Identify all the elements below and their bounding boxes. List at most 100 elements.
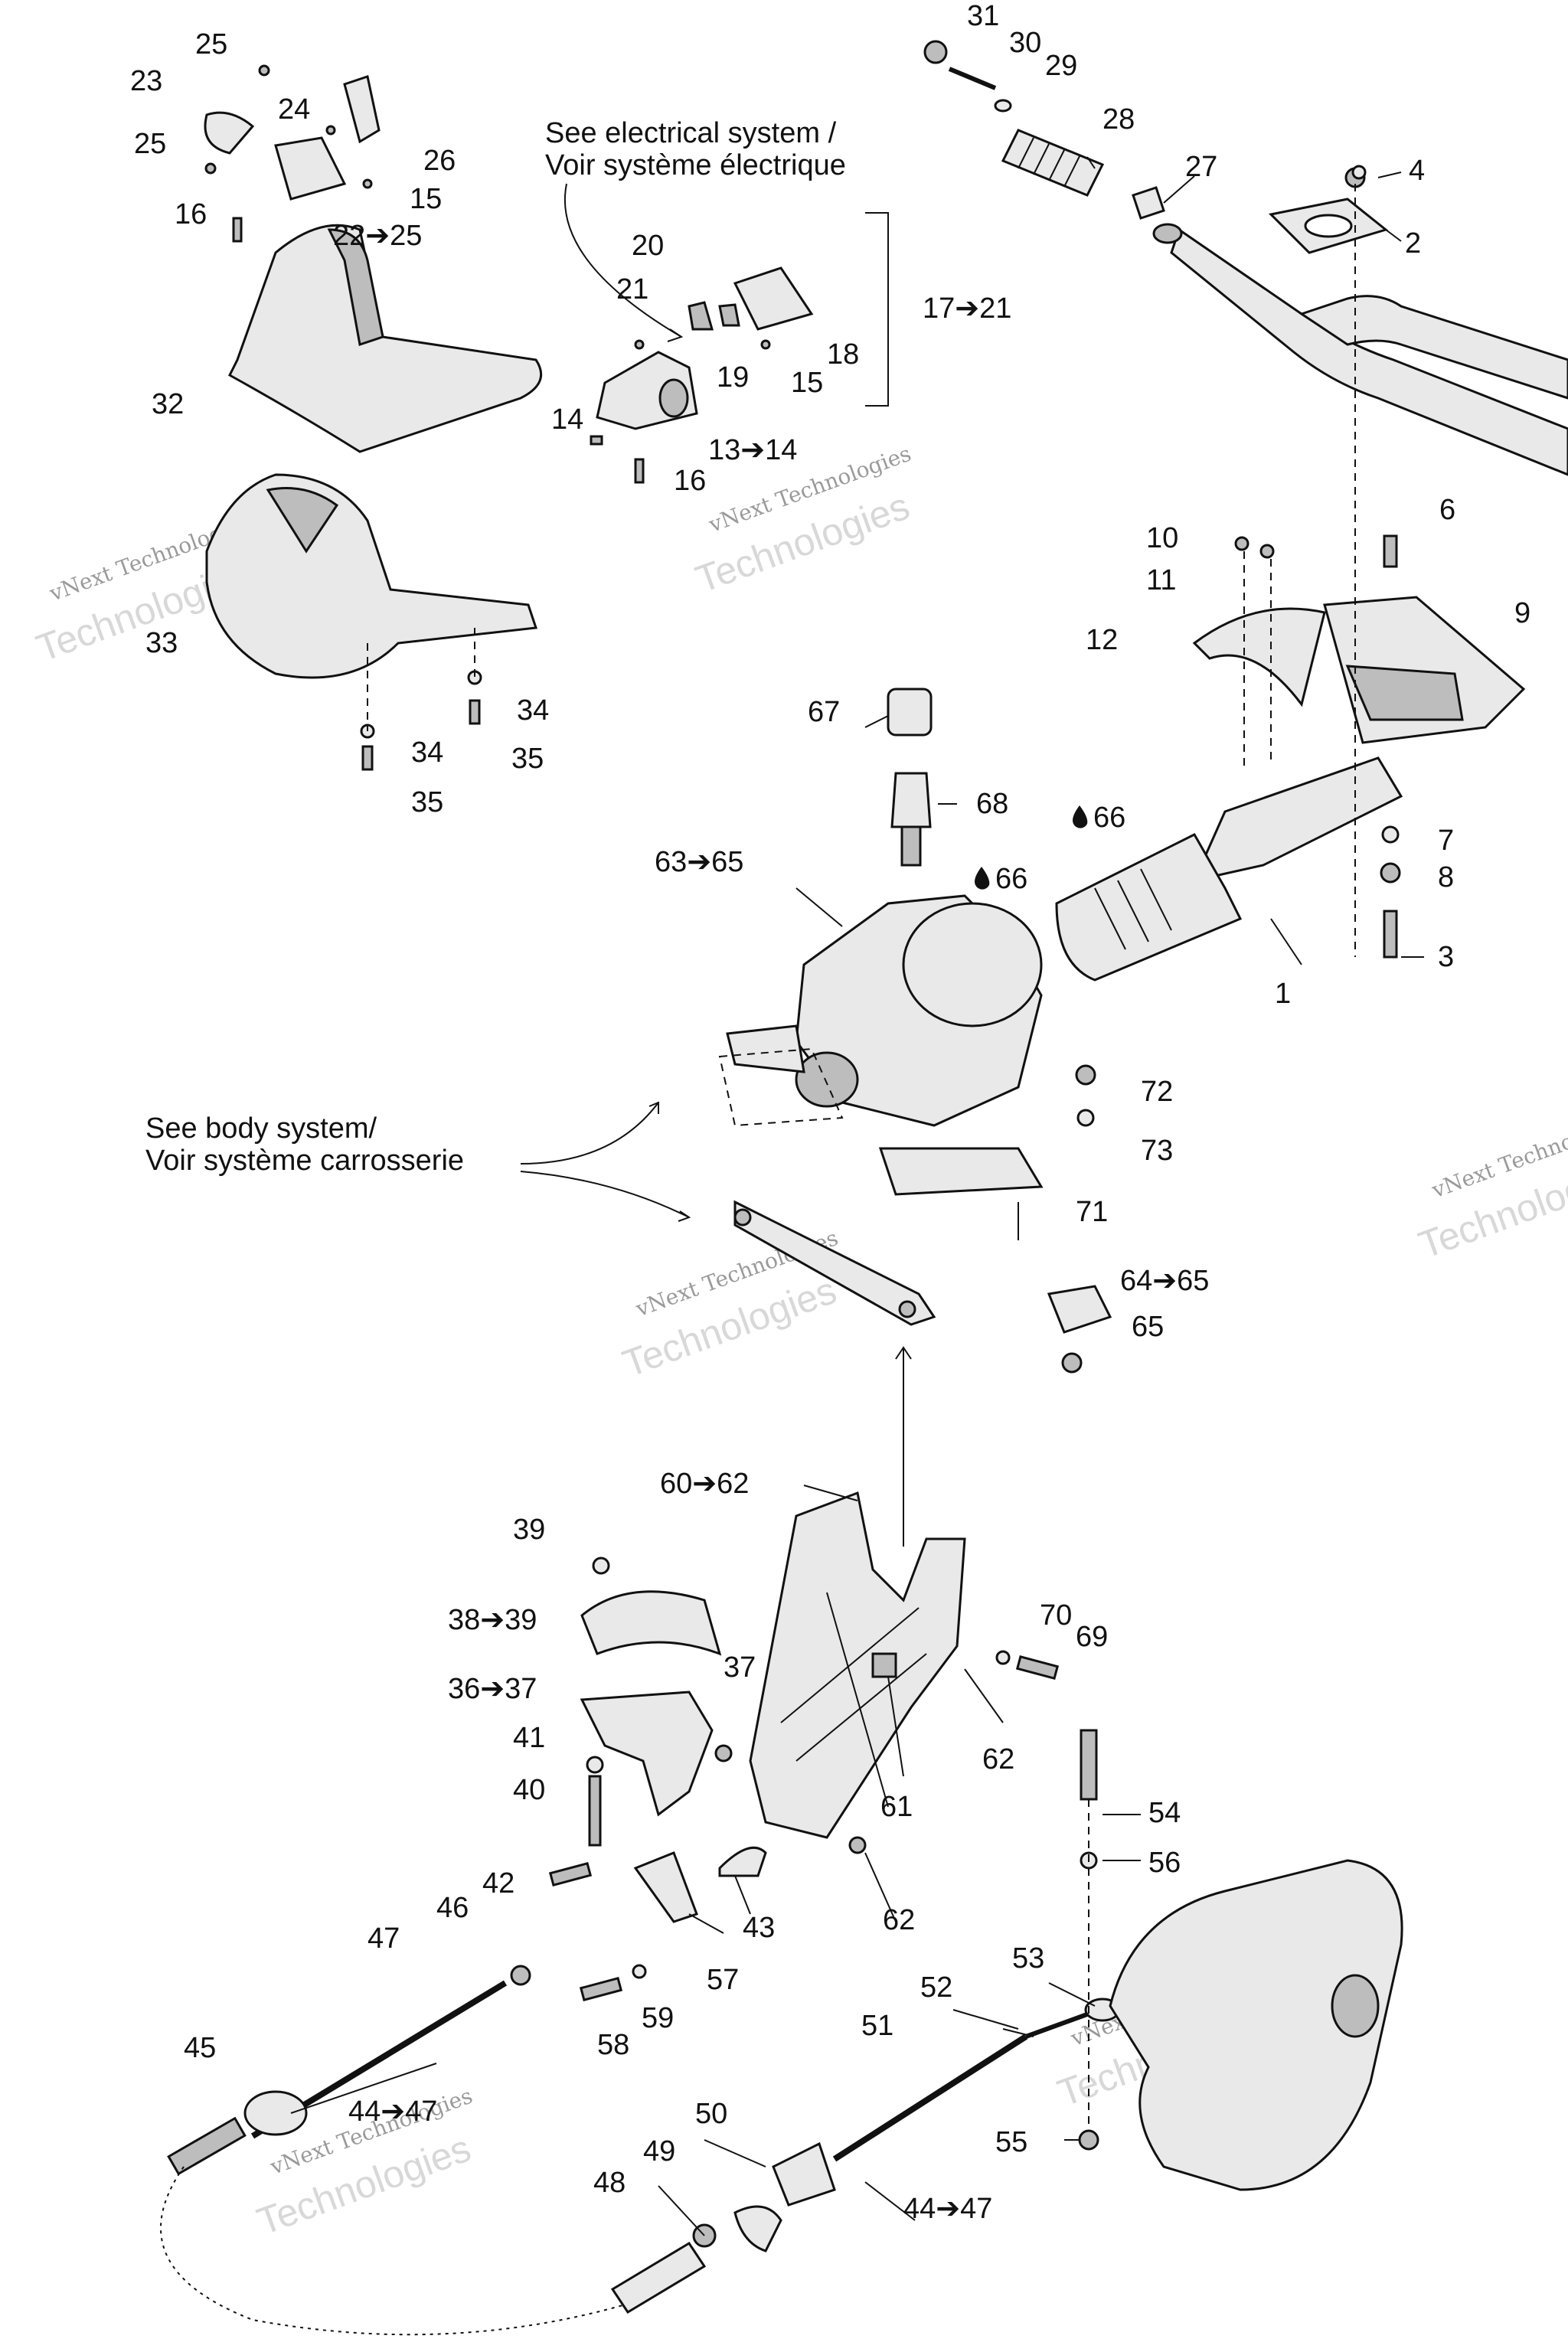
- callout-34-a: 34: [517, 694, 549, 727]
- callout-16-a: 16: [175, 198, 207, 230]
- callout-8: 8: [1438, 861, 1454, 893]
- oil-drop-icon: [1073, 805, 1088, 828]
- steering-column-1: [1055, 756, 1403, 982]
- note-electrical-line1: See electrical system /: [545, 117, 837, 149]
- callout-3: 3: [1438, 941, 1454, 973]
- lower-fasteners: [548, 1650, 1060, 2002]
- callout-71: 71: [1076, 1196, 1108, 1228]
- callout-20: 20: [632, 230, 664, 262]
- callout-59: 59: [642, 2002, 674, 2034]
- callout-11: 11: [1146, 564, 1176, 596]
- callout-45: 45: [184, 2032, 216, 2064]
- callout-7: 7: [1438, 825, 1454, 857]
- callout-58: 58: [597, 2029, 629, 2061]
- bracket-57: [633, 1846, 767, 1923]
- callout-67: 67: [808, 696, 840, 728]
- fasteners-34-35: [360, 628, 482, 771]
- callout-16-b: 16: [674, 465, 706, 497]
- callout-19: 19: [717, 361, 749, 394]
- callout-70: 70: [1040, 1599, 1072, 1632]
- callout-61: 61: [880, 1791, 913, 1823]
- steering-housing-63: [726, 894, 1044, 1196]
- callout-14: 14: [551, 403, 583, 436]
- clamp-36-38: [580, 1557, 722, 1817]
- callout-48: 48: [593, 2167, 626, 2199]
- cover-33: [205, 473, 538, 679]
- callout-17-21: 17➔21: [923, 292, 1011, 325]
- mount-parts-64-65: [1018, 1064, 1112, 1374]
- callout-57: 57: [707, 1964, 739, 1996]
- callout-72: 72: [1141, 1076, 1173, 1108]
- callout-4: 4: [1409, 155, 1425, 187]
- electrical-arrow: [564, 183, 682, 338]
- callout-25-b: 25: [134, 128, 166, 160]
- nozzle: [1109, 1859, 1403, 2191]
- cover-32: [228, 224, 543, 453]
- callout-41: 41: [513, 1722, 545, 1754]
- callout-62-b: 62: [883, 1904, 915, 1936]
- callout-2: 2: [1405, 227, 1421, 260]
- cover-9: [1323, 596, 1526, 744]
- callout-9: 9: [1514, 597, 1530, 629]
- mount-parts-67-68: [887, 688, 933, 867]
- callout-15-b: 15: [791, 367, 823, 399]
- callout-69: 69: [1076, 1621, 1108, 1653]
- callout-53: 53: [1012, 1942, 1044, 1975]
- callout-6: 6: [1439, 494, 1455, 526]
- callout-68: 68: [976, 788, 1008, 820]
- cable-44-47-lower: [610, 2034, 1028, 2314]
- callout-1: 1: [1275, 978, 1291, 1010]
- grip-28: [1001, 129, 1105, 197]
- callout-38-39: 38➔39: [448, 1604, 537, 1636]
- body-ref-plate: [718, 1047, 936, 1326]
- callout-66-b: 66: [995, 863, 1027, 895]
- callout-66-a: 66: [1093, 802, 1125, 834]
- callout-40: 40: [513, 1774, 545, 1806]
- callout-15-a: 15: [410, 183, 442, 215]
- callout-60-62: 60➔62: [660, 1468, 749, 1500]
- watermark-group-2: vNext Technologies Technologies vNext Te…: [252, 1955, 1277, 2243]
- body-arrows: [520, 1101, 912, 1547]
- callout-49: 49: [643, 2135, 675, 2167]
- callout-23: 23: [130, 65, 162, 97]
- note-body-line1: See body system/: [145, 1112, 377, 1145]
- handlebar: [1152, 223, 1568, 476]
- callout-52: 52: [920, 1971, 952, 2004]
- callout-47: 47: [368, 1922, 400, 1955]
- callout-62-a: 62: [982, 1743, 1014, 1775]
- callout-34-b: 34: [411, 737, 443, 769]
- callout-35-a: 35: [511, 743, 544, 775]
- cover-12: [1192, 607, 1326, 707]
- note-body-line2: Voir système carrosserie: [145, 1145, 464, 1177]
- callout-13-14: 13➔14: [708, 434, 797, 466]
- bracket-17-21: [865, 212, 889, 407]
- callout-21: 21: [616, 273, 648, 305]
- callout-12: 12: [1086, 624, 1118, 656]
- callout-22-25: 22➔25: [333, 220, 422, 252]
- callout-30: 30: [1009, 27, 1041, 59]
- cable-44-47-upper: [160, 1965, 652, 2336]
- callout-51: 51: [861, 2010, 893, 2042]
- callout-18: 18: [827, 338, 859, 371]
- callout-54: 54: [1148, 1797, 1181, 1829]
- bracket-60: [749, 1491, 966, 1839]
- callout-44-47-a: 44➔47: [348, 2096, 437, 2128]
- callout-65: 65: [1132, 1311, 1164, 1343]
- callout-56: 56: [1148, 1847, 1181, 1879]
- switch-housing-13: [596, 351, 698, 430]
- callout-24: 24: [278, 93, 310, 126]
- callout-26: 26: [423, 145, 456, 177]
- callouts: 1 2 3 4 6 7 8 9 10 11 12 13➔14 14 15 15 …: [130, 0, 1530, 2225]
- fasteners-right: [1234, 165, 1401, 959]
- callout-36-37: 36➔37: [448, 1673, 537, 1705]
- callout-32: 32: [152, 388, 184, 420]
- switch-parts-17-21: [590, 266, 814, 484]
- callout-25-a: 25: [195, 28, 227, 60]
- callout-39: 39: [513, 1514, 545, 1546]
- callout-63-65: 63➔65: [655, 846, 743, 878]
- callout-64-65: 64➔65: [1120, 1265, 1209, 1297]
- callout-55: 55: [995, 2126, 1027, 2158]
- bar-end-parts: [923, 40, 1165, 220]
- callout-33: 33: [145, 627, 178, 659]
